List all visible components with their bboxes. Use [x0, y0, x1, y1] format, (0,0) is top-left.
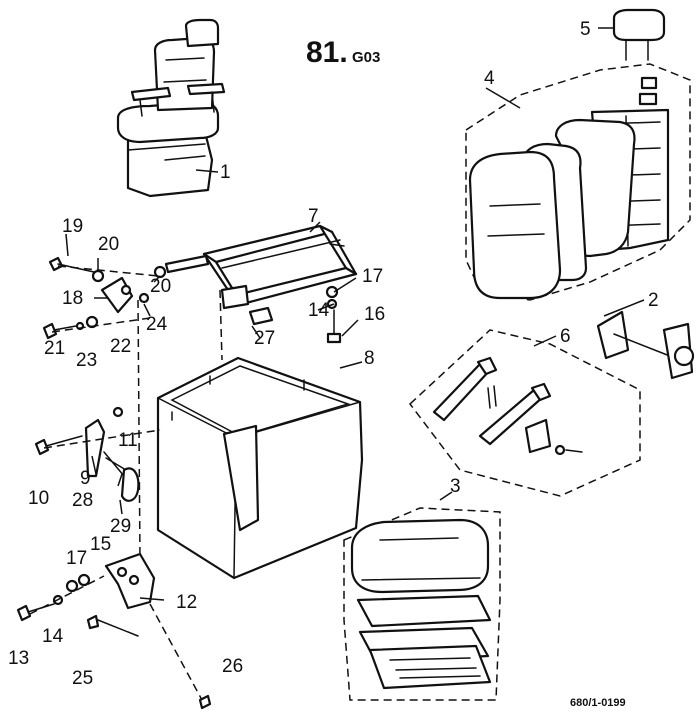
part-label-25: 25 — [72, 668, 93, 689]
part-label-10: 10 — [28, 488, 49, 509]
part-label-18: 18 — [62, 288, 83, 309]
title-main: 81. — [306, 36, 348, 69]
part-label-21: 21 — [44, 338, 65, 359]
part-label-12: 12 — [176, 592, 197, 613]
part-label-13: 13 — [8, 648, 29, 669]
part-label-17a: 17 — [362, 266, 383, 287]
part-label-5: 5 — [580, 19, 591, 40]
part-label-20b: 20 — [150, 276, 171, 297]
part-label-16: 16 — [364, 304, 385, 325]
part-label-6: 6 — [560, 326, 571, 347]
left-hardware-drawing — [16, 256, 342, 710]
part-number-labels: 1 2 3 4 5 6 7 8 9 10 11 12 13 14 14 15 1… — [8, 19, 659, 689]
headrest-drawing — [612, 8, 666, 106]
part-label-7: 7 — [308, 206, 319, 227]
part-label-20a: 20 — [98, 234, 119, 255]
part-label-17b: 17 — [66, 548, 87, 569]
seat-base-box-drawing — [156, 356, 364, 580]
part-label-14a: 14 — [42, 626, 64, 647]
complete-seat-drawing — [116, 18, 226, 198]
part-label-2: 2 — [648, 290, 659, 311]
part-label-11: 11 — [118, 430, 138, 451]
part-label-4: 4 — [484, 68, 495, 89]
diagram-title: 81. G03 — [306, 36, 380, 69]
armrest-kit-drawing — [408, 329, 641, 497]
part-label-26: 26 — [222, 656, 243, 677]
part-label-9: 9 — [80, 468, 91, 489]
part-label-14b: 14 — [308, 300, 330, 321]
reference-code: 680/1-0199 — [570, 697, 626, 709]
part-label-15: 15 — [90, 534, 111, 555]
part-label-19: 19 — [62, 216, 83, 237]
part-label-23: 23 — [76, 350, 97, 371]
part-label-28: 28 — [72, 490, 93, 511]
seat-cushion-drawing — [343, 507, 501, 701]
part-label-29: 29 — [110, 516, 131, 537]
part-label-24: 24 — [146, 314, 168, 335]
part-label-8: 8 — [364, 348, 375, 369]
seat-frame-drawing — [164, 224, 358, 310]
leader-lines — [65, 27, 645, 601]
title-sub: G03 — [352, 49, 380, 66]
part-label-3: 3 — [450, 476, 461, 497]
backrest-assembly-drawing — [465, 63, 691, 301]
part-label-27: 27 — [254, 328, 275, 349]
recline-lever-drawing — [596, 310, 695, 380]
part-label-22: 22 — [110, 336, 131, 357]
part-label-1: 1 — [220, 162, 231, 183]
